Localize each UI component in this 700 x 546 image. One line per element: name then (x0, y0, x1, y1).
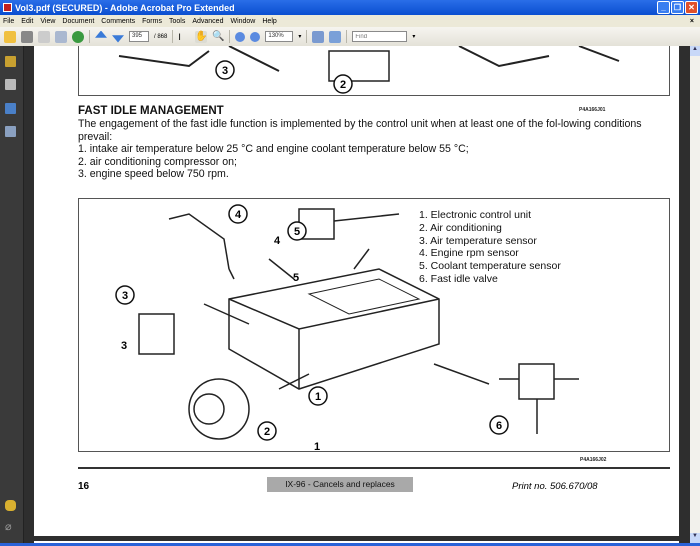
component-legend: 1. Electronic control unit 2. Air condit… (419, 209, 561, 286)
separator (346, 30, 348, 43)
zoom-dropdown-icon[interactable]: ▾ (298, 34, 302, 40)
menu-tools[interactable]: Tools (168, 17, 186, 25)
comments-icon[interactable] (5, 500, 16, 511)
figure-code: P4A166J01 (579, 107, 606, 113)
paragraph: The engagement of the fast idle function… (78, 118, 642, 143)
navigation-pane: ⌀ (0, 46, 24, 543)
minimize-button[interactable]: _ (657, 1, 670, 14)
close-button[interactable]: ✕ (685, 1, 698, 14)
prev-page-icon[interactable] (95, 30, 107, 38)
zoom-out-icon[interactable] (235, 31, 246, 42)
cancels-note: IX-96 - Cancels and replaces (267, 477, 413, 492)
separator (89, 30, 90, 43)
separator (306, 30, 308, 43)
callout-1: 1 (315, 391, 321, 403)
print-icon[interactable] (21, 30, 33, 43)
email-icon[interactable] (55, 30, 67, 43)
section-heading: FAST IDLE MANAGEMENT (78, 105, 224, 117)
window-title: Vol3.pdf (SECURED) - Adobe Acrobat Pro E… (15, 2, 235, 13)
menu-document[interactable]: Document (62, 17, 95, 25)
diagram-figure: 4 5 3 1 2 6 4 5 3 1 2 6 1. Electronic co… (78, 198, 670, 453)
page-total: / 868 (154, 33, 168, 40)
hand-tool-icon[interactable]: ✋ (195, 30, 208, 43)
next-page-icon[interactable] (112, 35, 124, 43)
figure-code: P4A166J02 (580, 457, 607, 463)
zoom-tool-icon[interactable]: 🔍 (212, 30, 225, 42)
find-dropdown-icon[interactable]: ▾ (412, 34, 416, 40)
components-diagram: 4 5 3 1 2 6 4 5 3 1 2 6 (115, 204, 579, 453)
title-bar: Vol3.pdf (SECURED) - Adobe Acrobat Pro E… (0, 0, 700, 15)
callout-4: 4 (235, 209, 242, 221)
separator (172, 30, 174, 43)
legend-item: 6. Fast idle valve (419, 272, 498, 285)
legend-item: 4. Engine rpm sensor (419, 247, 519, 260)
menu-bar: File Edit View Document Comments Forms T… (0, 15, 700, 27)
condition-item: 3. engine speed below 750 rpm. (78, 168, 229, 181)
save-icon[interactable] (38, 30, 50, 43)
pages-icon[interactable] (5, 79, 16, 90)
top-diagram: 3 2 (118, 45, 620, 94)
callout-6: 6 (496, 420, 502, 432)
zoom-level-input[interactable]: 130% (265, 31, 294, 42)
body-text: The engagement of the fast idle function… (78, 118, 668, 181)
callout-5: 5 (294, 226, 300, 238)
menu-view[interactable]: View (40, 17, 56, 25)
signatures-icon[interactable] (5, 126, 16, 137)
print-number: Print no. 506.670/08 (512, 481, 598, 492)
top-callout: 2 (340, 79, 346, 91)
menu-help[interactable]: Help (262, 17, 277, 25)
pdf-page: 3 2 FAST IDLE MANAGEMENT P4A166J01 The e… (34, 45, 679, 536)
open-icon[interactable] (4, 30, 16, 43)
menu-advanced[interactable]: Advanced (192, 17, 224, 25)
menu-edit[interactable]: Edit (21, 17, 34, 25)
callout-3: 3 (122, 290, 128, 302)
menu-file[interactable]: File (3, 17, 15, 25)
select-tool-icon[interactable]: I (178, 31, 181, 42)
condition-item: 1. intake air temperature below 25 °C an… (78, 143, 469, 156)
condition-item: 2. air conditioning compressor on; (78, 155, 237, 168)
restore-button[interactable]: ❐ (671, 1, 684, 14)
menu-comments[interactable]: Comments (101, 17, 136, 25)
top-figure: 3 2 (78, 45, 670, 96)
callout: 1 (314, 441, 320, 453)
full-screen-icon[interactable] (329, 30, 342, 43)
separator (229, 30, 231, 43)
menu-window[interactable]: Window (230, 17, 256, 25)
vertical-scrollbar[interactable]: ▲ ▼ (690, 46, 700, 543)
acrobat-icon (3, 3, 12, 12)
callout: 3 (121, 340, 127, 352)
fit-page-icon[interactable] (312, 30, 325, 43)
menu-forms[interactable]: Forms (142, 17, 162, 25)
divider (78, 467, 670, 469)
legend-item: 2. Air conditioning (419, 221, 502, 234)
close-document-icon[interactable]: × (689, 17, 694, 25)
callout: 4 (274, 235, 281, 247)
legend-item: 1. Electronic control unit (419, 209, 532, 221)
callout-2: 2 (264, 426, 270, 438)
top-callout: 3 (222, 65, 228, 77)
taskbar (0, 543, 700, 546)
zoom-in-icon[interactable] (250, 31, 261, 42)
scroll-down-icon[interactable]: ▼ (690, 533, 700, 543)
bookmarks-icon[interactable] (5, 103, 16, 114)
page-number-input[interactable]: 395 (129, 31, 149, 42)
security-lock-icon[interactable] (5, 56, 16, 67)
page-number: 16 (78, 481, 90, 492)
collaborate-icon[interactable] (72, 30, 84, 43)
attachments-icon[interactable]: ⌀ (5, 521, 12, 533)
scroll-up-icon[interactable]: ▲ (690, 46, 700, 56)
legend-item: 5. Coolant temperature sensor (419, 260, 561, 273)
callout: 5 (293, 272, 299, 284)
legend-item: 3. Air temperature sensor (419, 234, 537, 247)
toolbar: 395 / 868 I ✋ 🔍 130% ▾ ▾ (0, 27, 700, 46)
find-input[interactable] (352, 31, 408, 42)
